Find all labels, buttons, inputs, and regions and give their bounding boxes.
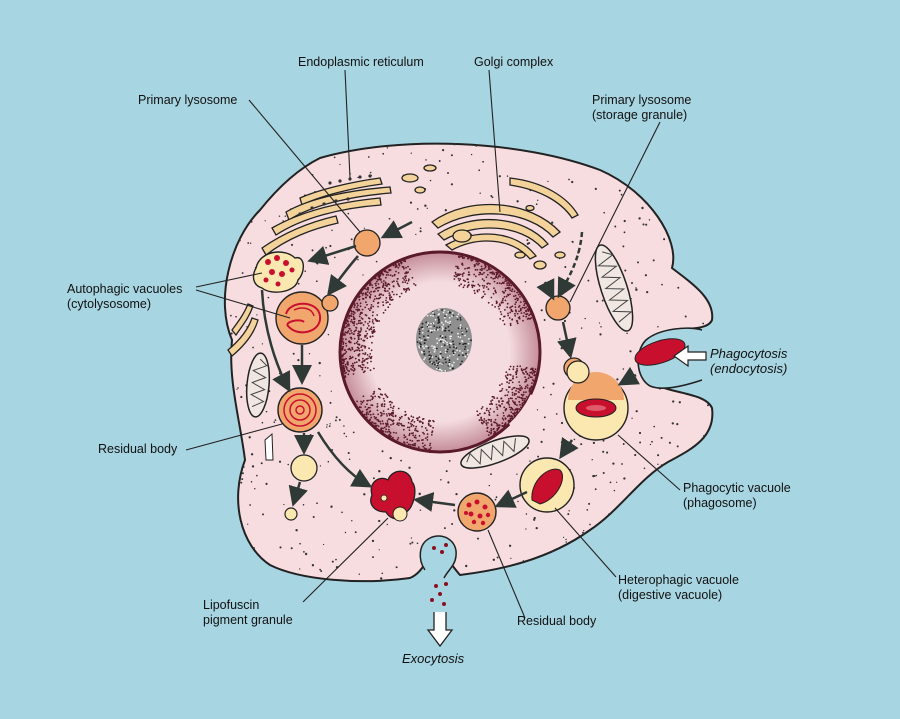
phagocytosis-arrow [672, 344, 707, 368]
label-phagocytic-vacuole: Phagocytic vacuole (phagosome) [683, 481, 791, 511]
pathway-arrows [260, 220, 640, 512]
label-line: Autophagic vacuoles [67, 282, 183, 296]
mitochondria [245, 244, 634, 469]
label-golgi-complex: Golgi complex [474, 55, 554, 69]
label-residual-body-bottom: Residual body [517, 614, 597, 628]
label-line: (endocytosis) [710, 361, 788, 376]
phagocytic-vacuole [563, 360, 629, 441]
label-exocytosis: Exocytosis [402, 651, 465, 666]
label-line: (digestive vacuole) [618, 588, 723, 602]
phagocytosis-pocket [634, 327, 703, 389]
heterophagic-vacuole [519, 457, 575, 513]
label-line: (phagosome) [683, 496, 757, 510]
lipofuscin-granule [370, 470, 416, 522]
label-line: Phagocytic vacuole [683, 481, 791, 495]
nucleus [338, 250, 542, 454]
label-line: Primary lysosome [592, 93, 692, 107]
label-lipofuscin: Lipofuscin pigment granule [203, 598, 293, 628]
label-endoplasmic-reticulum: Endoplasmic reticulum [298, 55, 424, 69]
label-line: pigment granule [203, 613, 293, 627]
label-heterophagic-vacuole: Heterophagic vacuole (digestive vacuole) [618, 573, 739, 603]
exocytosis-arrow [426, 612, 454, 648]
label-line: (cytolysosome) [67, 297, 152, 311]
label-phagocytosis: Phagocytosis (endocytosis) [710, 346, 787, 376]
label-leader-lines [185, 69, 681, 619]
label-line: Lipofuscin [203, 598, 260, 612]
label-autophagic-vacuoles: Autophagic vacuoles (cytolysosome) [67, 282, 182, 312]
label-primary-lysosome: Primary lysosome [138, 93, 238, 107]
residual-body-left [264, 387, 323, 521]
label-primary-lysosome-storage: Primary lysosome (storage granule) [592, 93, 691, 123]
label-residual-body-left: Residual body [98, 442, 178, 456]
ribosomes [298, 174, 372, 216]
label-line: (storage granule) [592, 108, 688, 122]
autophagic-vacuoles [252, 251, 339, 345]
label-line: Phagocytosis [710, 346, 788, 361]
golgi-complex [430, 177, 579, 270]
endoplasmic-reticulum [227, 164, 437, 357]
chromatin [341, 255, 537, 451]
label-line: Heterophagic vacuole [618, 573, 739, 587]
exocytosis-pocket [419, 535, 457, 648]
residual-body-bottom [457, 492, 497, 532]
